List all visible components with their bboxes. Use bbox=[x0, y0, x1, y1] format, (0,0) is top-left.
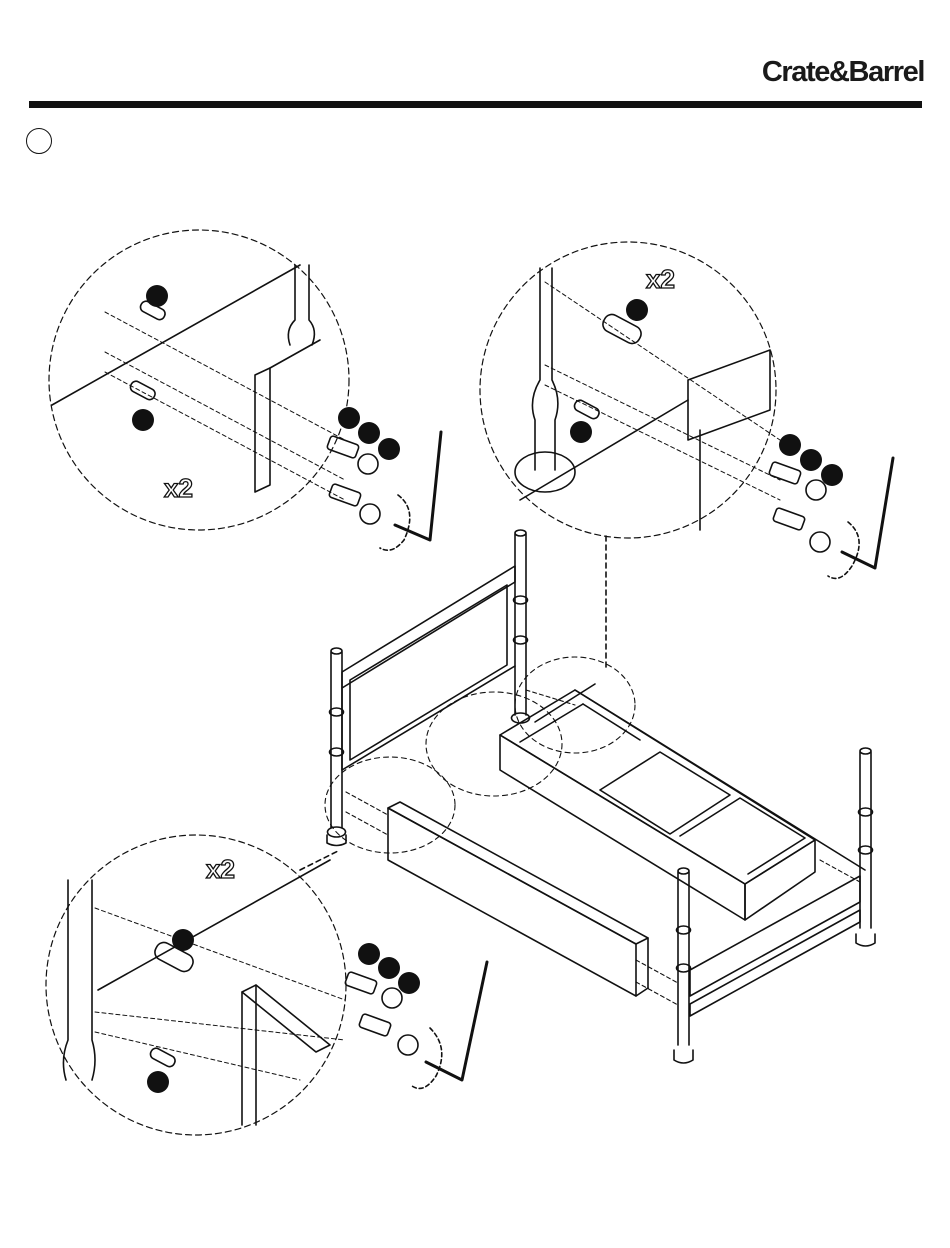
hardware-dot bbox=[378, 957, 400, 979]
hardware-dot bbox=[146, 285, 168, 307]
hardware-dot bbox=[570, 421, 592, 443]
hardware-dot bbox=[398, 972, 420, 994]
hardware-dots bbox=[132, 285, 843, 1093]
slat-frame bbox=[500, 684, 815, 920]
footboard-post-front bbox=[674, 868, 693, 1063]
hardware-dot bbox=[132, 409, 154, 431]
detail-callout-bottom-left bbox=[46, 835, 487, 1135]
detail-callout-top-right bbox=[480, 242, 893, 670]
hardware-dot bbox=[358, 943, 380, 965]
hardware-dot bbox=[779, 434, 801, 456]
side-rail-right bbox=[575, 690, 865, 1016]
hardware-dot bbox=[378, 438, 400, 460]
quantity-label: x2 bbox=[646, 264, 675, 294]
headboard-panel bbox=[342, 566, 515, 770]
footboard-post-back bbox=[856, 748, 875, 946]
hardware-dot bbox=[358, 422, 380, 444]
hardware-dot bbox=[147, 1071, 169, 1093]
hardware-dot bbox=[821, 464, 843, 486]
side-rail-left bbox=[388, 802, 648, 996]
headboard-post-right bbox=[512, 530, 530, 723]
headboard-post-left bbox=[327, 648, 346, 846]
hardware-dot bbox=[800, 449, 822, 471]
quantity-label: x2 bbox=[206, 854, 235, 884]
quantity-label: x2 bbox=[164, 473, 193, 503]
hardware-dot bbox=[626, 299, 648, 321]
detail-callout-top-left bbox=[49, 230, 441, 550]
hardware-dot bbox=[338, 407, 360, 429]
hardware-dot bbox=[172, 929, 194, 951]
